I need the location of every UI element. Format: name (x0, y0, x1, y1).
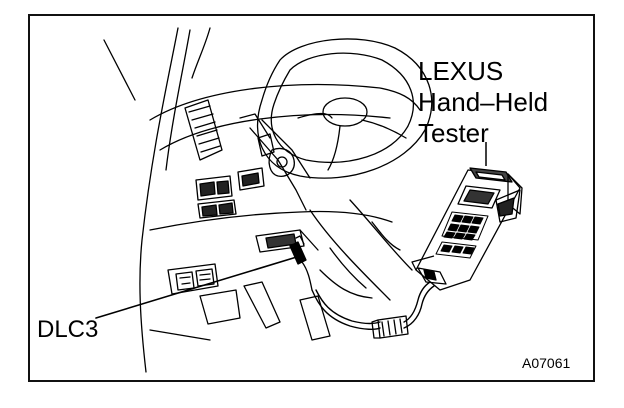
steering-wheel (249, 38, 433, 211)
tester-label-line-2: Hand–Held (418, 87, 549, 117)
figure-number: A07061 (522, 355, 571, 371)
dlc3-label: DLC3 (37, 316, 99, 343)
pedals (199, 281, 331, 341)
dlc3-leader-line (95, 255, 301, 319)
dlc3-plug (289, 235, 313, 291)
cable (311, 281, 435, 331)
a-pillar-line (139, 27, 179, 373)
dashboard-top (149, 83, 421, 121)
cable-connector (371, 315, 409, 339)
tester-label-line-3: Tester (418, 118, 489, 148)
switch-panel (195, 113, 275, 219)
tester-label-line-1: LEXUS (418, 56, 504, 86)
air-vent (184, 99, 223, 161)
tester-label: LEXUS Hand–Held Tester (418, 56, 548, 149)
hand-held-tester (411, 167, 523, 291)
lower-panel (167, 263, 219, 295)
